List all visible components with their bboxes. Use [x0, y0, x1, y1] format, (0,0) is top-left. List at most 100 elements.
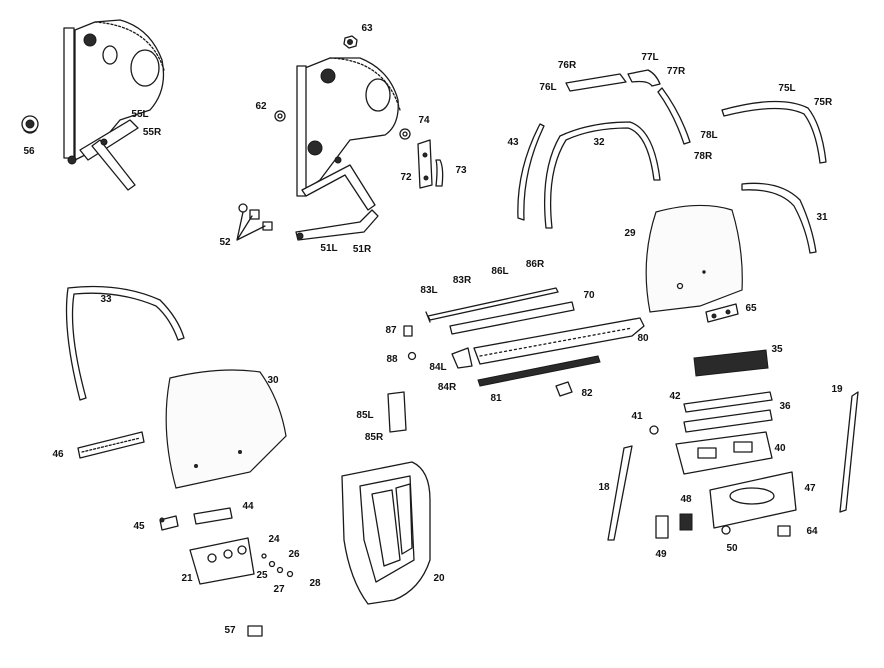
part-87-88-clips	[403, 325, 417, 361]
part-44-strip	[193, 507, 233, 525]
callout-41: 41	[631, 411, 643, 422]
part-31-window-frame	[741, 182, 817, 254]
part-46-strip	[77, 431, 145, 459]
callout-81: 81	[490, 393, 502, 404]
part-40-plate	[675, 431, 773, 475]
part-64-cap	[777, 525, 791, 537]
callout-56: 56	[23, 146, 35, 157]
part-36-strip	[683, 409, 773, 433]
part-78-trim	[657, 87, 691, 145]
part-84-clip	[451, 347, 473, 369]
callout-21: 21	[181, 573, 193, 584]
callout-32: 32	[593, 137, 605, 148]
callout-45: 45	[133, 521, 145, 532]
part-55-window-regulator	[63, 19, 165, 191]
callout-76R: 76R	[557, 60, 577, 71]
callout-31: 31	[816, 212, 828, 223]
part-52-fasteners	[236, 203, 273, 241]
callout-72: 72	[400, 172, 412, 183]
part-47-panel	[709, 471, 797, 529]
callout-88: 88	[386, 354, 398, 365]
part-48-clip	[679, 513, 693, 531]
part-51-lift-arm	[295, 209, 379, 241]
part-18-rail	[607, 445, 633, 541]
callout-87: 87	[385, 325, 397, 336]
callout-84R: 84R	[437, 382, 457, 393]
part-57-clip	[247, 625, 263, 637]
callout-50: 50	[726, 543, 738, 554]
callout-78L: 78L	[700, 130, 718, 141]
callout-36: 36	[779, 401, 791, 412]
callout-57: 57	[224, 625, 236, 636]
callout-65: 65	[745, 303, 757, 314]
part-74-washer	[399, 128, 411, 140]
part-33-window-frame	[65, 285, 185, 401]
callout-70: 70	[583, 290, 595, 301]
callout-46: 46	[52, 449, 64, 460]
callout-73: 73	[455, 165, 467, 176]
callout-85R: 85R	[364, 432, 384, 443]
callout-55R: 55R	[142, 127, 162, 138]
callout-51R: 51R	[352, 244, 372, 255]
callout-77L: 77L	[641, 52, 659, 63]
callout-24: 24	[268, 534, 280, 545]
callout-25: 25	[256, 570, 268, 581]
callout-19: 19	[831, 384, 843, 395]
part-43-channel	[517, 123, 545, 221]
part-65-bracket	[705, 303, 739, 323]
callout-47: 47	[804, 483, 816, 494]
callout-64: 64	[806, 526, 818, 537]
callout-30: 30	[267, 375, 279, 386]
callout-26: 26	[288, 549, 300, 560]
part-50-knob	[721, 525, 731, 535]
part-24-28-hardware	[261, 553, 294, 578]
part-45-bracket	[159, 515, 179, 531]
callout-75R: 75R	[813, 97, 833, 108]
callout-40: 40	[774, 443, 786, 454]
callout-27: 27	[273, 584, 285, 595]
callout-52: 52	[219, 237, 231, 248]
part-41-knob	[649, 425, 659, 435]
part-80-rail	[473, 317, 645, 365]
part-85-pad	[387, 391, 407, 433]
callout-86R: 86R	[525, 259, 545, 270]
callout-35: 35	[771, 344, 783, 355]
callout-74: 74	[418, 115, 430, 126]
part-81-strip	[477, 355, 601, 387]
part-regulator-center	[296, 57, 401, 211]
callout-83R: 83R	[452, 275, 472, 286]
callout-18: 18	[598, 482, 610, 493]
part-82-clip	[555, 381, 573, 397]
part-62-washer	[274, 110, 286, 122]
part-70-seal	[449, 301, 575, 335]
callout-42: 42	[669, 391, 681, 402]
part-77-trim	[627, 69, 661, 87]
callout-80: 80	[637, 333, 649, 344]
callout-83L: 83L	[420, 285, 438, 296]
callout-75L: 75L	[778, 83, 796, 94]
part-76-trim	[565, 73, 627, 92]
callout-85L: 85L	[356, 410, 374, 421]
callout-84L: 84L	[429, 362, 447, 373]
part-49-clip	[655, 515, 669, 539]
callout-28: 28	[309, 578, 321, 589]
part-19-rail	[839, 391, 859, 513]
part-42-strip	[683, 391, 773, 413]
part-83-86-seal	[425, 287, 559, 323]
part-29-glass	[645, 204, 743, 313]
part-73-strip	[435, 159, 444, 187]
callout-44: 44	[242, 501, 254, 512]
callout-48: 48	[680, 494, 692, 505]
callout-49: 49	[655, 549, 667, 560]
callout-55L: 55L	[131, 109, 149, 120]
part-63-nut	[343, 35, 358, 49]
callout-43: 43	[507, 137, 519, 148]
callout-76L: 76L	[539, 82, 557, 93]
part-75-trim	[721, 100, 827, 164]
part-35-strip	[693, 349, 769, 377]
part-72-bracket	[417, 139, 433, 189]
callout-20: 20	[433, 573, 445, 584]
callout-78R: 78R	[693, 151, 713, 162]
callout-77R: 77R	[666, 66, 686, 77]
